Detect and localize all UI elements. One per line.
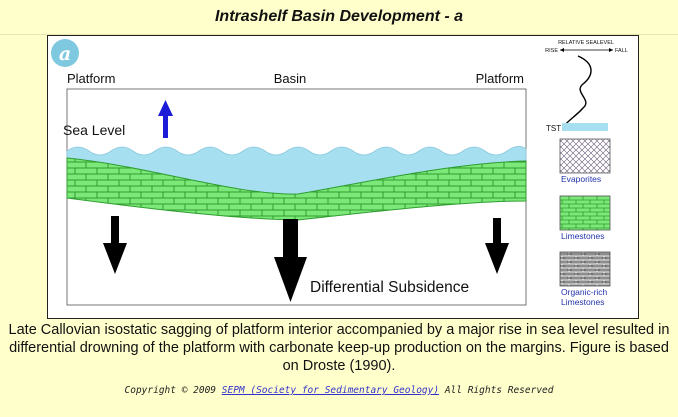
legend-limestones-label: Limestones [561,231,604,241]
figure-caption: Late Callovian isostatic sagging of plat… [8,322,670,374]
badge-letter: a [59,43,71,65]
sea-water [66,146,527,195]
section-badge: a [51,39,79,67]
subsidence-arrow-center-icon [274,219,307,302]
legend-organic-label-line1: Organic-rich [561,287,608,297]
label-platform-right: Platform [476,71,524,86]
diagram-panel: a Platform Basin Platform Sea Level [47,35,639,319]
legend-evaporites-swatch [559,138,611,174]
sealevel-heading: RELATIVE SEALEVEL [558,40,614,46]
sealevel-fall-label: FALL [615,48,628,54]
differential-subsidence-label: Differential Subsidence [310,279,469,296]
label-platform-left: Platform [67,71,115,86]
legend-organic-label-line2: Limestones [561,297,604,307]
tst-bar [562,123,608,131]
copyright-suffix: All Rights Reserved [439,385,554,396]
title-bar: Intrashelf Basin Development - a [0,0,678,35]
copyright-line: Copyright © 2009 SEPM (Society for Sedim… [0,385,678,396]
sea-level-rise-arrow-icon [158,100,173,138]
legend-evaporites-label: Evaporites [561,174,601,184]
limestone-layer [66,157,527,221]
page-title: Intrashelf Basin Development - a [214,8,464,25]
subsidence-arrow-right-icon [485,218,509,274]
intrashelf-basin-diagram: a Platform Basin Platform Sea Level [51,39,628,307]
sea-level-label: Sea Level [63,122,125,138]
relative-sealevel-curve: RELATIVE SEALEVEL RISE FALL TST [545,40,628,133]
legend: Evaporites Limestones Organic-rich Limes… [559,138,611,307]
tst-label: TST [546,124,561,133]
sepm-link[interactable]: SEPM (Society for Sedimentary Geology) [221,385,440,396]
legend-organic-limestones-swatch [559,251,611,287]
legend-limestones-swatch [559,195,611,231]
sealevel-rise-label: RISE [545,48,558,54]
subsidence-arrow-left-icon [103,216,127,274]
label-basin: Basin [274,71,307,86]
copyright-prefix: Copyright © 2009 [124,385,222,396]
